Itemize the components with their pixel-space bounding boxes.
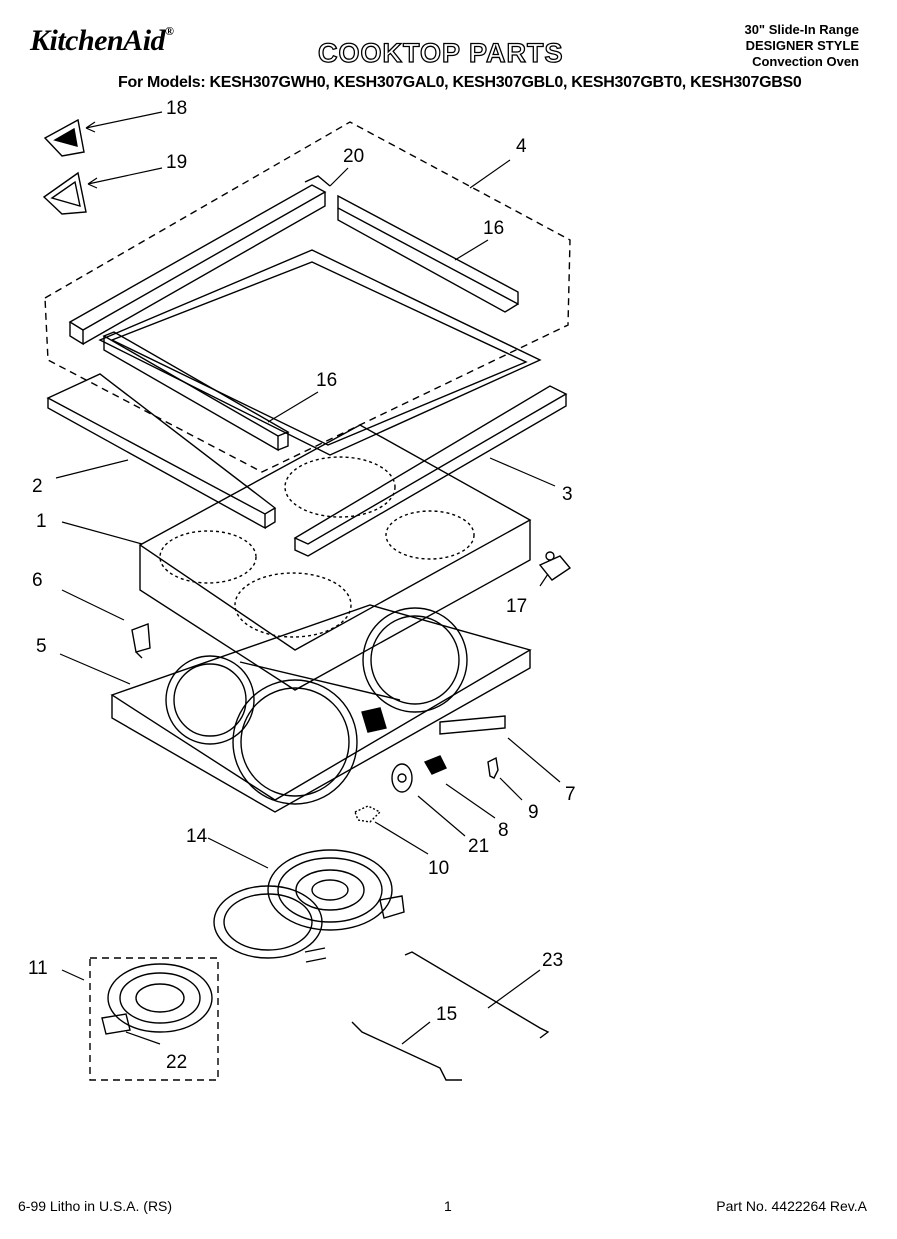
callout-11: 11 <box>28 958 48 979</box>
registered-mark: ® <box>165 24 174 38</box>
part-22-element <box>101 963 213 1035</box>
part-14-dual-element <box>213 849 405 963</box>
part-5-burner-box <box>110 604 532 813</box>
callout-numbers: 18 19 20 4 16 16 2 3 1 6 17 5 7 9 8 21 1… <box>28 98 576 1073</box>
callout-4: 4 <box>516 136 527 157</box>
callout-20: 20 <box>343 146 364 167</box>
cooktop-frame <box>98 249 542 456</box>
part-number: Part No. 4422264 Rev.A <box>716 1198 867 1214</box>
model-list: For Models: KESH307GWH0, KESH307GAL0, KE… <box>118 74 802 91</box>
callout-23: 23 <box>542 950 563 971</box>
callout-16-upper: 16 <box>483 218 504 239</box>
callout-6: 6 <box>32 570 43 591</box>
part-20-rear-trim <box>68 175 331 346</box>
print-info: 6-99 Litho in U.S.A. (RS) <box>18 1198 173 1214</box>
part-18-trim-cap <box>43 118 85 157</box>
part-15-rod <box>351 1021 462 1081</box>
brand-name: KitchenAid <box>30 24 166 57</box>
callout-10: 10 <box>428 858 449 879</box>
part-6-clip <box>131 623 151 659</box>
part-3-side-trim <box>293 385 568 557</box>
callout-19: 19 <box>166 152 187 173</box>
page-title: COOKTOP PARTS <box>317 37 564 68</box>
range-style: DESIGNER STYLE <box>745 38 859 53</box>
callout-22: 22 <box>166 1052 187 1073</box>
callout-14: 14 <box>186 826 208 847</box>
callout-9: 9 <box>528 802 539 823</box>
part-8-spacer <box>423 755 447 775</box>
brand-logo: KitchenAid® <box>30 24 174 58</box>
oven-type: Convection Oven <box>752 54 859 69</box>
range-type: 30" Slide-In Range <box>744 22 859 37</box>
callout-15: 15 <box>436 1004 457 1025</box>
part-7-bracket <box>439 715 506 735</box>
part-10-screws <box>354 805 382 823</box>
part-16-side-trim-lower <box>102 331 290 452</box>
part-21-terminal <box>391 763 413 793</box>
callout-17: 17 <box>506 596 527 617</box>
page-number: 1 <box>444 1198 452 1214</box>
part-2-side-trim <box>46 373 277 530</box>
part-11-element-group <box>89 957 219 1081</box>
callout-21: 21 <box>468 836 489 857</box>
part-9-screw <box>487 756 499 779</box>
callout-1: 1 <box>36 511 47 532</box>
callout-18: 18 <box>166 98 187 119</box>
part-23-rod <box>404 951 550 1039</box>
part-16-side-trim-upper <box>337 194 519 313</box>
callout-7: 7 <box>565 784 576 805</box>
part-1-glass-cooktop <box>138 424 532 691</box>
leader-lines <box>55 111 561 1045</box>
part-19-trim-cap <box>42 171 87 215</box>
callout-3: 3 <box>562 484 573 505</box>
trim-group-boundary <box>44 121 571 473</box>
callout-8: 8 <box>498 820 509 841</box>
part-17-light <box>538 551 572 581</box>
range-info: 30" Slide-In Range DESIGNER STYLE Convec… <box>744 22 859 70</box>
callout-2: 2 <box>32 476 43 497</box>
callout-5: 5 <box>36 636 47 657</box>
callout-16-lower: 16 <box>316 370 337 391</box>
